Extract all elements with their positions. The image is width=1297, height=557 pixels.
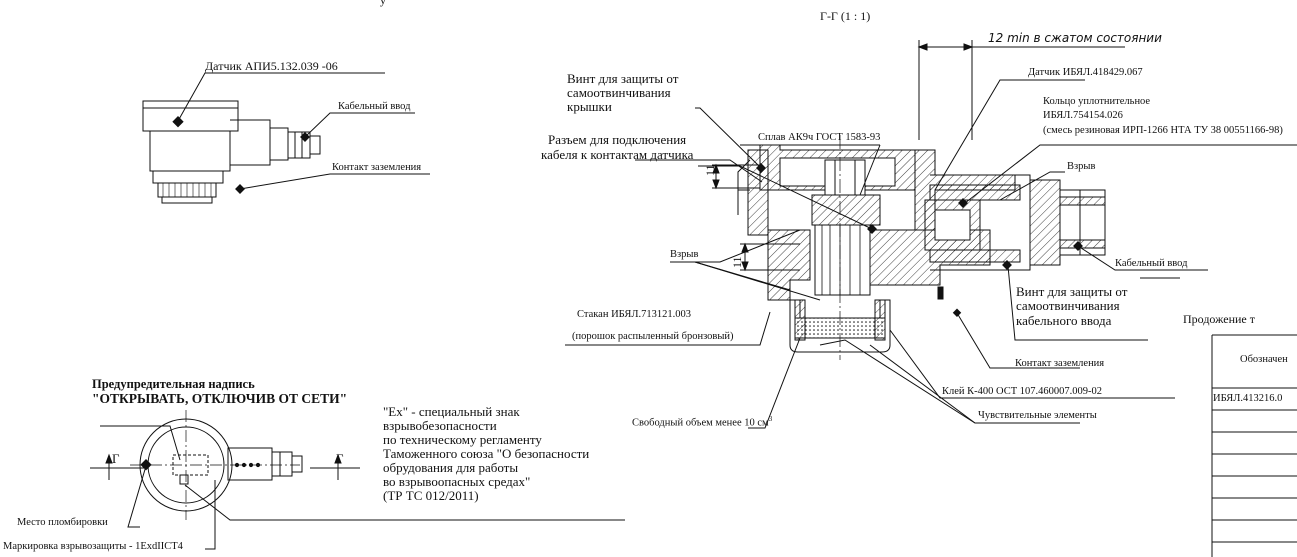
label-screw-cover-3: крышки (567, 99, 612, 114)
label-sensor-ibyal: Датчик ИБЯЛ.418429.067 (1028, 67, 1143, 78)
dimension-11-b: 11 (730, 256, 744, 268)
label-ex-3: по техническому регламенту (383, 432, 542, 447)
table-row-1-cell: ИБЯЛ.413216.0 (1213, 393, 1283, 404)
label-ex-1: "Ex" - специальный знак (383, 404, 520, 419)
label-screw-cable-1: Винт для защиты от (1016, 284, 1128, 299)
sensor-side-view (142, 72, 430, 204)
label-ex-marking: Маркировка взрывозащиты - 1ExdIICT4 (3, 541, 183, 552)
table-fragment (1211, 334, 1297, 557)
label-connector-1: Разъем для подключения (548, 132, 687, 147)
section-mark-right: Г (336, 451, 344, 466)
label-free-volume: Свободный объем менее 10 см3 (632, 415, 773, 429)
table-header-cell: Обозначен (1240, 354, 1288, 365)
section-view (565, 40, 1297, 429)
label-screw-cover-2: самоотвинчивания (567, 85, 671, 100)
label-screw-cable-2: самоотвинчивания (1016, 298, 1120, 313)
label-ground-contact-right: Контакт заземления (1015, 358, 1105, 369)
section-title: Г-Г (1 : 1) (820, 9, 871, 23)
section-mark-left: Г (112, 451, 120, 466)
sensor-top-view (90, 410, 625, 550)
label-sensitive-elements: Чувствительные элементы (978, 410, 1097, 421)
label-seal-place: Место пломбировки (17, 517, 108, 528)
label-ring-3: (смесь резиновая ИРП-1266 НТА ТУ 38 0055… (1043, 125, 1283, 136)
label-alloy: Сплав АК9ч ГОСТ 1583-93 (758, 132, 881, 143)
label-glue: Клей К-400 ОСТ 107.460007.009-02 (942, 386, 1103, 397)
label-cup-2: (порошок распыленный бронзовый) (572, 331, 734, 342)
label-ring-2: ИБЯЛ.754154.026 (1043, 110, 1123, 121)
label-ex-7: (ТР ТС 012/2011) (383, 488, 479, 503)
label-warning-1: Предупредительная надпись (92, 377, 255, 391)
top-cut-text: у (380, 0, 386, 7)
label-connector-2: кабеля к контактам датчика (541, 147, 694, 162)
label-cable-entry-left: Кабельный ввод (338, 101, 411, 112)
label-ex-5: обрудования для работы (383, 460, 519, 475)
label-ring-1: Кольцо уплотнительное (1043, 96, 1151, 107)
label-ex-2: взрывобезопасности (383, 418, 497, 433)
dimension-12: 12 min в сжатом состоянии (988, 31, 1162, 45)
label-sensor-api: Датчик АПИ5.132.039 -06 (205, 59, 338, 73)
label-cable-entry-right: Кабельный ввод (1115, 258, 1188, 269)
label-explosion-right: Взрыв (1067, 161, 1096, 172)
label-explosion-left: Взрыв (670, 249, 699, 260)
label-cup-1: Стакан ИБЯЛ.713121.003 (577, 309, 691, 320)
label-ex-6: во взрывоопасных средах" (383, 474, 531, 489)
label-screw-cable-3: кабельного ввода (1016, 313, 1112, 328)
label-ex-4: Таможенного союза "О безопасности (383, 446, 590, 461)
label-screw-cover-1: Винт для защиты от (567, 71, 679, 86)
label-warning-2: "ОТКРЫВАТЬ, ОТКЛЮЧИВ ОТ СЕТИ" (92, 391, 348, 406)
label-ground-contact-left: Контакт заземления (332, 162, 422, 173)
dimension-11-a: 11 (703, 164, 717, 176)
table-caption: Продожение т (1183, 312, 1255, 326)
